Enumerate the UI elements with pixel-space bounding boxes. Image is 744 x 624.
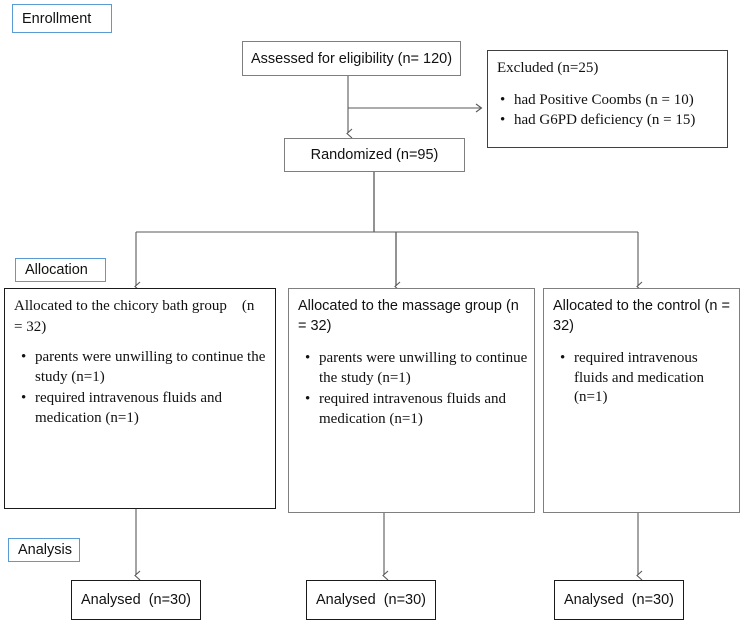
node-analysed-massage-text-wrap: Analysed (n=30) [307, 581, 435, 619]
node-assessed-text-wrap: Assessed for eligibility (n= 120) [243, 42, 460, 75]
stage-label-enrollment: Enrollment [12, 4, 112, 33]
node-allocation-control: Allocated to the control (n = 32) requir… [543, 288, 740, 513]
node-allocation-massage: Allocated to the massage group (n = 32) … [288, 288, 535, 513]
list-item: had G6PD deficiency (n = 15) [514, 111, 721, 131]
list-item: parents were unwilling to continue the s… [35, 348, 269, 387]
node-allocation-control-title: Allocated to the control (n = 32) [553, 298, 734, 334]
node-allocation-chicory-bullet-list: parents were unwilling to continue the s… [5, 348, 275, 428]
node-analysed-control-text-wrap: Analysed (n=30) [555, 581, 683, 619]
node-analysed-chicory-bath: Analysed (n=30) [71, 580, 201, 620]
list-item: required intravenous fluids and medicati… [574, 349, 733, 408]
node-analysed-chicory-text: Analysed (n=30) [80, 592, 192, 608]
list-item: required intravenous fluids and medicati… [319, 390, 528, 429]
node-allocation-chicory-title: Allocated to the chicory bath group (n =… [14, 298, 259, 335]
stage-label-analysis: Analysis [8, 538, 80, 562]
node-randomized-text: Randomized (n=95) [310, 147, 439, 163]
node-randomized-text-wrap: Randomized (n=95) [285, 139, 464, 171]
node-allocation-control-bullet-list: required intravenous fluids and medicati… [544, 349, 739, 408]
node-analysed-control-text: Analysed (n=30) [563, 592, 675, 608]
list-item: had Positive Coombs (n = 10) [514, 91, 721, 111]
list-item: parents were unwilling to continue the s… [319, 349, 528, 388]
node-excluded-title: Excluded (n=25) [497, 60, 599, 76]
node-analysed-chicory-text-wrap: Analysed (n=30) [72, 581, 200, 619]
node-assessed-text: Assessed for eligibility (n= 120) [250, 50, 453, 67]
stage-label-allocation: Allocation [15, 258, 106, 282]
node-assessed-for-eligibility: Assessed for eligibility (n= 120) [242, 41, 461, 76]
node-allocation-chicory-bath: Allocated to the chicory bath group (n =… [4, 288, 276, 509]
node-analysed-control: Analysed (n=30) [554, 580, 684, 620]
node-analysed-massage-text: Analysed (n=30) [315, 592, 427, 608]
node-allocation-massage-title: Allocated to the massage group (n = 32) [298, 298, 523, 334]
list-item: required intravenous fluids and medicati… [35, 389, 269, 428]
stage-label-allocation-text: Allocation [25, 262, 88, 278]
node-excluded: Excluded (n=25) had Positive Coombs (n =… [487, 50, 728, 148]
stage-label-enrollment-text: Enrollment [22, 10, 92, 27]
node-randomized: Randomized (n=95) [284, 138, 465, 172]
node-analysed-massage: Analysed (n=30) [306, 580, 436, 620]
node-excluded-bullet-list: had Positive Coombs (n = 10) had G6PD de… [488, 91, 727, 131]
stage-label-analysis-text: Analysis [18, 542, 72, 558]
node-allocation-massage-bullet-list: parents were unwilling to continue the s… [289, 349, 534, 429]
